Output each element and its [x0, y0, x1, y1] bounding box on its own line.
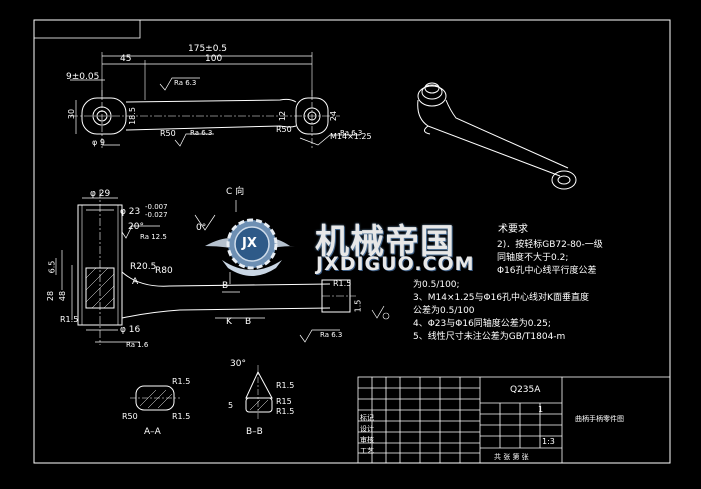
req-line-2: 同轴度不大于0.2; — [497, 253, 569, 263]
dim-r1-5-a: R1.5 — [60, 315, 79, 324]
ra-6-3-b: Ra 6.3 — [190, 129, 213, 137]
watermark-title-cn: 机械帝国 — [315, 222, 455, 262]
section-aa-label: A–A — [144, 427, 161, 437]
watermark-badge — [205, 218, 295, 276]
tb-company: 曲柄手柄零件图 — [575, 415, 624, 423]
ra-6-3-a: Ra 6.3 — [174, 79, 197, 87]
dim-phi16: φ 16 — [120, 325, 141, 335]
dim-6-5: 6.5 — [47, 260, 57, 274]
bb-angle-30: 30° — [230, 359, 246, 369]
dim-9: 9±0.05 — [66, 72, 100, 82]
tb-small-2: 设计 — [360, 425, 374, 433]
bb-r1-5: R1.5 — [276, 381, 295, 390]
section-aa — [130, 385, 180, 411]
dim-r1-5-b: R1.5 — [333, 279, 352, 288]
section-mark-a: A — [132, 277, 139, 287]
dim-r50-a: R50 — [160, 129, 176, 138]
dim-12: 12 — [278, 110, 288, 122]
requirements-title: 术要求 — [498, 224, 528, 235]
tb-qty: 1 — [538, 405, 544, 414]
aa-r1-5-b: R1.5 — [172, 412, 191, 421]
req-line-7: 4、Φ23与Φ16同轴度公差为0.25; — [413, 319, 551, 329]
bb-dim-5: 5 — [228, 401, 234, 410]
side-view — [55, 190, 390, 345]
drawing-frame-outer — [33, 19, 671, 464]
section-mark-b2: B — [245, 317, 252, 327]
tb-small-1: 标记 — [360, 414, 374, 422]
top-view — [70, 52, 360, 150]
dim-phi23: φ 23 — [120, 207, 141, 217]
req-line-4: 为0.5/100; — [413, 280, 460, 290]
ra-1-6: Ra 1.6 — [126, 341, 149, 349]
angle-0: 0° — [196, 223, 207, 233]
dim-30: 30 — [67, 108, 77, 120]
section-bb-label: B–B — [246, 427, 263, 437]
dim-m14: M14×1.25 — [330, 132, 372, 141]
tol-23-lower: -0.027 — [145, 211, 168, 219]
ra-6-3-side: Ra 6.3 — [320, 331, 343, 339]
tb-material: Q235A — [510, 385, 541, 395]
angle-20: 20° — [128, 222, 144, 232]
dim-r50-b: R50 — [276, 125, 292, 134]
dim-r20-5: R20.5 — [130, 262, 157, 272]
dim-1-5: 1.5 — [353, 299, 363, 313]
iso-view — [417, 82, 577, 190]
dim-28: 28 — [46, 290, 56, 302]
watermark-title-en: JXDIGUO.COM — [316, 253, 475, 275]
section-bb — [245, 365, 273, 420]
section-mark-b1: B — [222, 281, 229, 291]
dim-r80: R80 — [155, 266, 173, 276]
view-c-direction: C 向 — [226, 187, 245, 197]
tb-small-3: 审核 — [360, 436, 374, 444]
bb-r1-5-c: R1.5 — [276, 407, 295, 416]
ra-6-3-c: Ra 6.3 — [340, 129, 363, 137]
req-line-1: 2)．按轻标GB72-80-一级 — [497, 240, 603, 250]
drawing-frame-mark — [33, 19, 141, 39]
watermark-badge-text: JX — [242, 236, 257, 251]
tb-scale: 1:3 — [542, 437, 555, 446]
dim-18-5: 18.5 — [127, 107, 137, 125]
req-line-3: Φ16孔中心线平行度公差 — [497, 266, 597, 276]
dim-overall: 175±0.5 — [188, 44, 228, 54]
tb-small-5: 共 张 第 张 — [494, 453, 529, 461]
aa-r50: R50 — [122, 412, 138, 421]
title-block — [357, 376, 671, 464]
dim-48: 48 — [58, 290, 68, 302]
dim-45: 45 — [120, 54, 132, 64]
tb-small-4: 工艺 — [360, 447, 374, 455]
tol-23-upper: -0.007 — [145, 203, 168, 211]
req-line-8: 5、线性尺寸未注公差为GB/T1804-m — [413, 332, 566, 342]
surface-mark-k: K — [226, 317, 232, 327]
dim-100: 100 — [205, 54, 223, 64]
ra-12-5: Ra 12.5 — [140, 233, 167, 241]
req-line-5: 3、M14×1.25与Φ16孔中心线对K面垂直度 — [413, 293, 589, 303]
bb-r15: R15 — [276, 397, 292, 406]
dim-24: 24 — [329, 110, 339, 122]
req-line-6: 公差为0.5/100 — [413, 306, 475, 316]
dim-phi29: φ 29 — [90, 189, 111, 199]
aa-r1-5-a: R1.5 — [172, 377, 191, 386]
dim-phi9: φ 9 — [92, 138, 105, 147]
